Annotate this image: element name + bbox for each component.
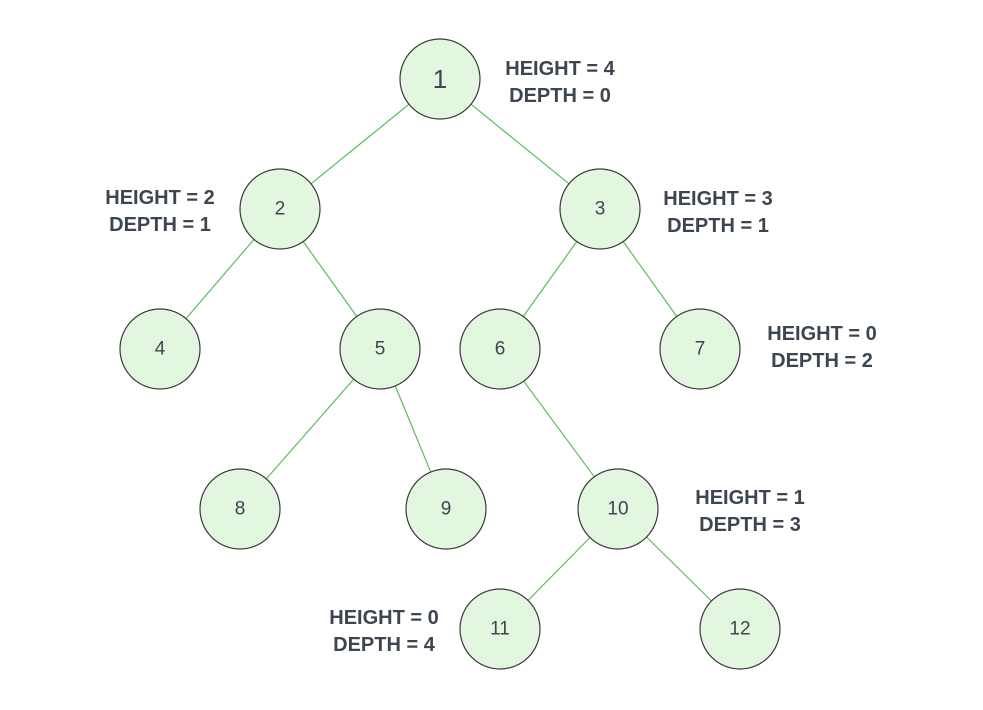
tree-edges: [185, 103, 712, 602]
node-label: 1: [433, 64, 447, 94]
edge-n5-n8: [265, 378, 355, 480]
node-label: 11: [490, 619, 510, 640]
depth-label: DEPTH = 1: [109, 214, 211, 236]
edge-n6-n10: [523, 380, 595, 478]
tree-node-2: 2: [239, 168, 321, 250]
node-circle: [405, 468, 487, 550]
node-label: 8: [235, 499, 246, 520]
edge-n3-n7: [622, 241, 678, 317]
annotation-n3: HEIGHT = 3 DEPTH = 1: [663, 188, 772, 237]
tree-node-1: 1: [399, 38, 481, 120]
annotation-n1: HEIGHT = 4 DEPTH = 0: [505, 58, 615, 107]
node-circle: [119, 308, 201, 390]
tree-node-12: 12: [699, 588, 781, 670]
edge-n3-n6: [522, 241, 578, 317]
annotation-n10: HEIGHT = 1 DEPTH = 3: [695, 487, 804, 536]
edge-n10-n11: [527, 537, 591, 601]
tree-node-7: 7: [659, 308, 741, 390]
tree-node-8: 8: [199, 468, 281, 550]
node-circle: [239, 168, 321, 250]
annotation-n2: HEIGHT = 2 DEPTH = 1: [105, 187, 214, 236]
height-label: HEIGHT = 3: [663, 188, 772, 210]
edge-n10-n12: [646, 536, 712, 602]
tree-node-6: 6: [459, 308, 541, 390]
edge-n2-n4: [185, 239, 255, 319]
tree-node-11: 11: [459, 588, 541, 670]
node-circle: [459, 588, 541, 670]
node-label: 4: [155, 339, 166, 360]
annotation-n7: HEIGHT = 0 DEPTH = 2: [767, 323, 876, 372]
tree-node-5: 5: [339, 308, 421, 390]
depth-label: DEPTH = 4: [333, 634, 436, 656]
edge-n2-n5: [302, 241, 358, 317]
tree-node-10: 10: [577, 468, 659, 550]
height-label: HEIGHT = 1: [695, 487, 804, 509]
depth-label: DEPTH = 0: [509, 85, 611, 107]
depth-label: DEPTH = 2: [771, 350, 873, 372]
node-label: 2: [275, 199, 286, 220]
height-label: HEIGHT = 0: [767, 323, 876, 345]
node-label: 12: [729, 619, 750, 640]
annotation-n11: HEIGHT = 0 DEPTH = 4: [329, 607, 438, 656]
node-circle: [659, 308, 741, 390]
depth-label: DEPTH = 3: [699, 514, 801, 536]
node-circle: [577, 468, 659, 550]
node-label: 10: [607, 499, 628, 520]
node-circle: [559, 168, 641, 250]
node-label: 6: [495, 339, 506, 360]
height-label: HEIGHT = 0: [329, 607, 438, 629]
node-circle: [199, 468, 281, 550]
edge-n5-n9: [394, 385, 432, 473]
node-circle: [459, 308, 541, 390]
edge-n1-n2: [310, 103, 410, 185]
edge-n1-n3: [470, 103, 570, 185]
node-circle: [339, 308, 421, 390]
height-label: HEIGHT = 4: [505, 58, 615, 80]
tree-node-9: 9: [405, 468, 487, 550]
node-circle: [399, 38, 481, 120]
tree-node-4: 4: [119, 308, 201, 390]
node-label: 7: [695, 339, 706, 360]
node-label: 5: [375, 339, 386, 360]
height-label: HEIGHT = 2: [105, 187, 214, 209]
node-label: 9: [441, 499, 452, 520]
node-circle: [699, 588, 781, 670]
tree-node-3: 3: [559, 168, 641, 250]
depth-label: DEPTH = 1: [667, 215, 769, 237]
node-label: 3: [595, 199, 606, 220]
